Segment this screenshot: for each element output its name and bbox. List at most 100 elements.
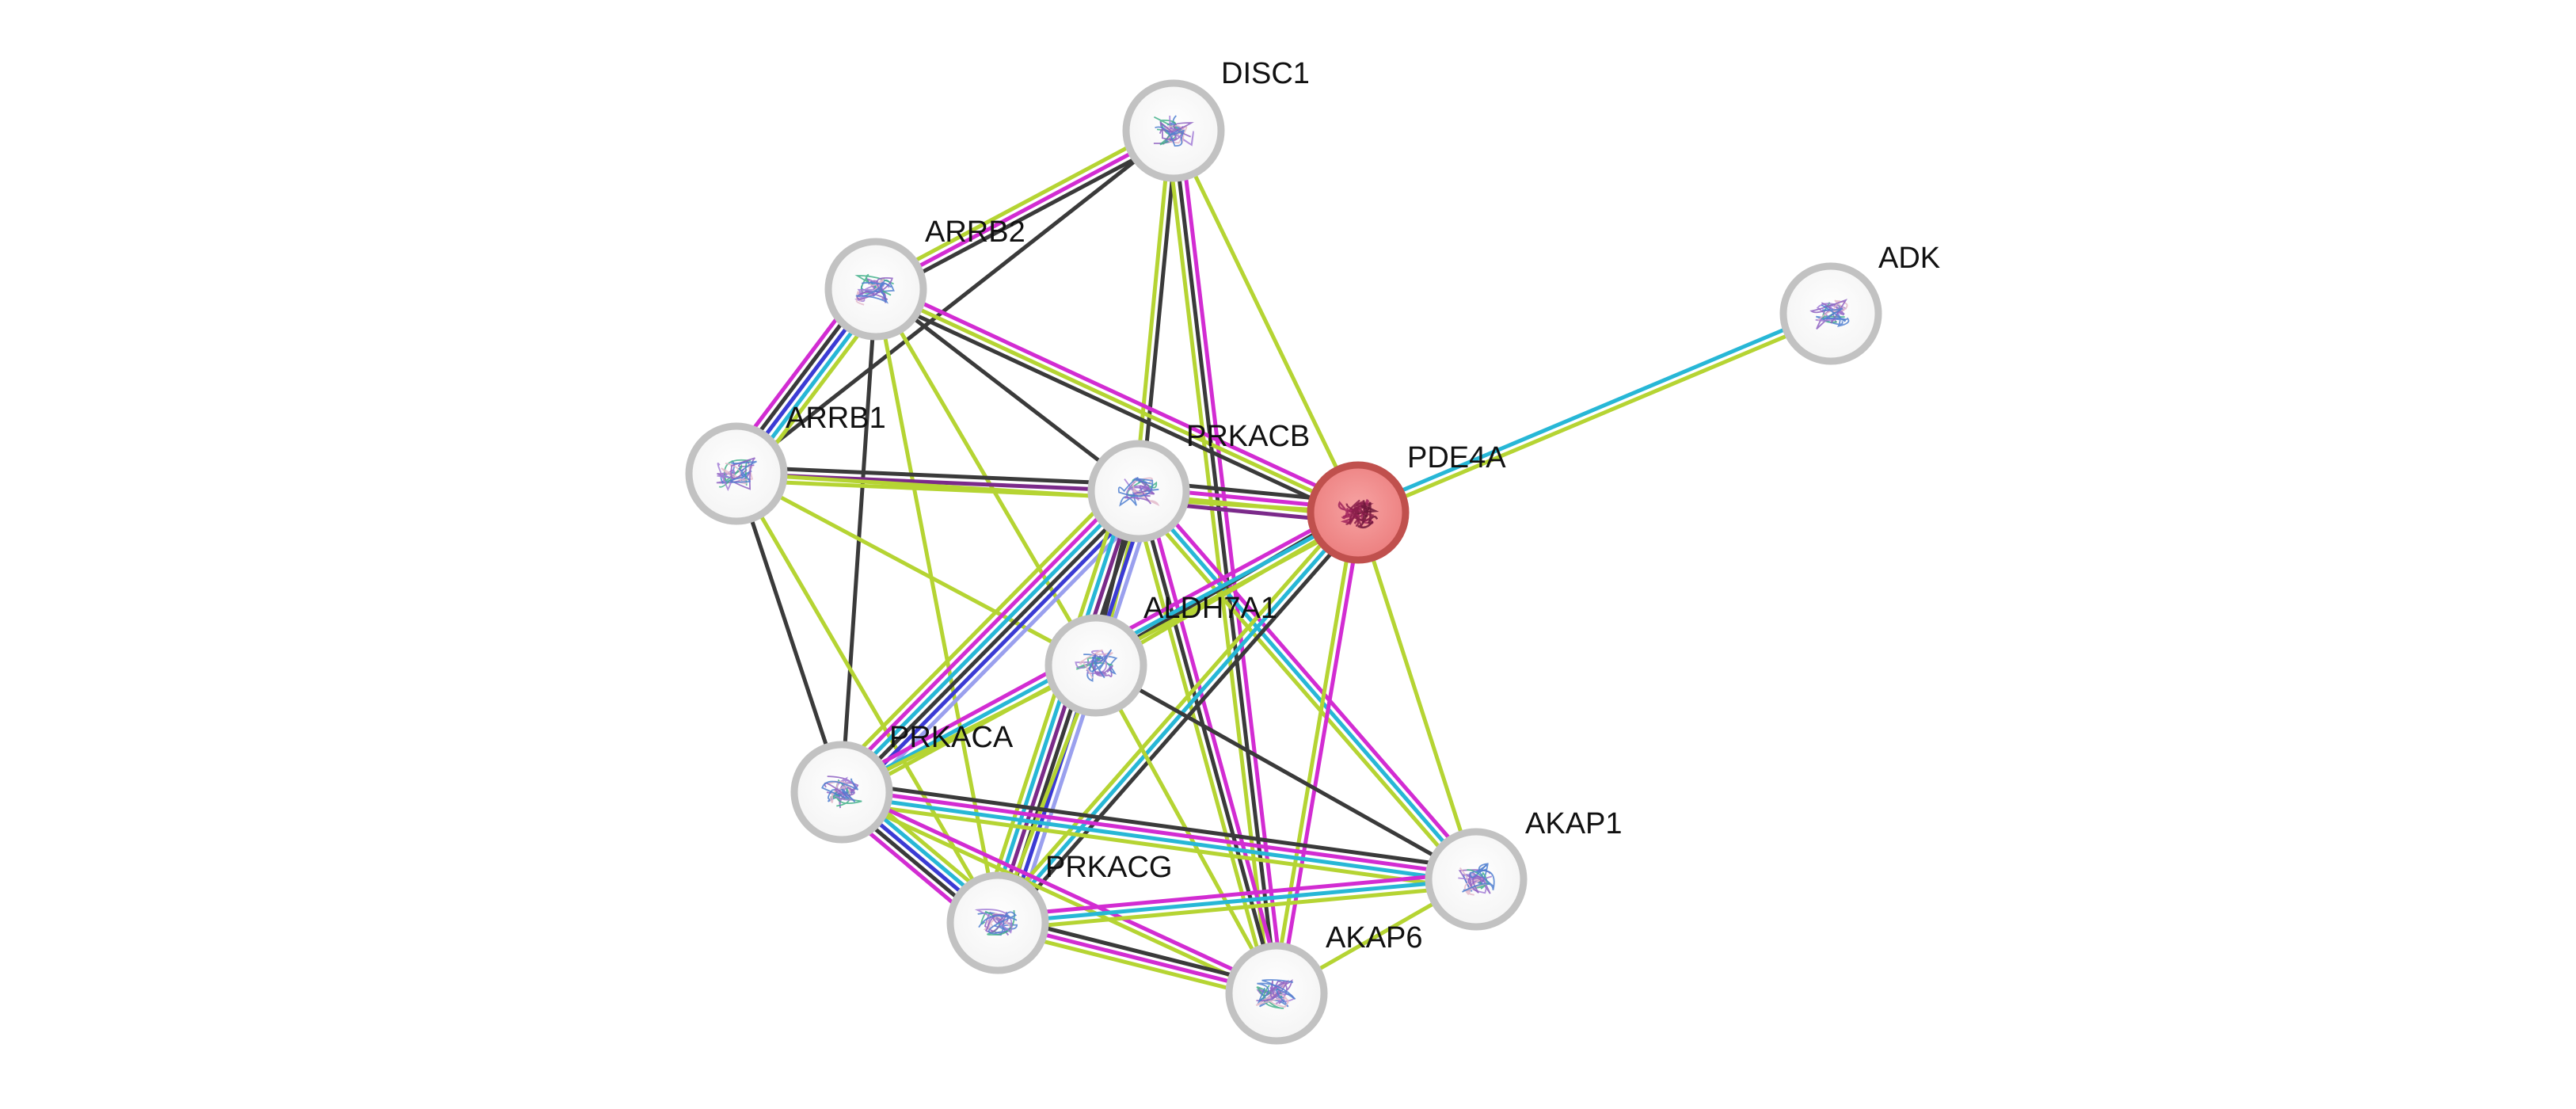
edge-arrb2-prkacg[interactable] [873, 287, 1000, 925]
edge-strand-cyan [986, 486, 1132, 922]
edge-pde4a-akap6[interactable] [1271, 509, 1364, 997]
edge-strand-dark [1000, 515, 1365, 930]
edge-strand-lime [980, 483, 1125, 920]
protein-structure-icon [1337, 498, 1379, 529]
edge-strand-lime [734, 471, 1098, 668]
edge-disc1-arrb2[interactable] [870, 122, 1179, 298]
edge-arrb2-prkacb[interactable] [873, 287, 1141, 494]
edge-pde4a-akap1[interactable] [1356, 510, 1478, 882]
edge-strand-cyan [1136, 489, 1478, 882]
edge-pde4a-prkacg[interactable] [991, 505, 1365, 930]
edge-strand-lime [873, 287, 1360, 515]
edge-strand-magenta [995, 871, 1478, 919]
protein-structure-icon [1117, 476, 1160, 507]
protein-structure-icon [716, 457, 757, 492]
protein-structure-icon [821, 776, 862, 809]
edge-pde4a-adk[interactable] [1354, 308, 1835, 518]
protein-structure-icon [1255, 979, 1296, 1009]
edge-strand-magenta [1277, 511, 1364, 997]
edge-strand-lime [1133, 128, 1173, 494]
node-prkacg[interactable]: PRKACG [946, 851, 1172, 974]
edge-prkacg-akap1[interactable] [995, 871, 1479, 932]
edge-strand-magenta [877, 280, 1364, 509]
edge-strand-dark [1094, 663, 1478, 882]
node-label-adk: ADK [1878, 242, 1940, 275]
edge-arrb2-pde4a[interactable] [870, 280, 1364, 521]
edge-strand-magenta [841, 787, 1280, 993]
node-arrb2[interactable]: ARRB2 [824, 215, 1025, 341]
protein-structure-icon [1809, 299, 1850, 330]
edge-strand-dark [841, 779, 1480, 871]
edge-strand-lime [1357, 314, 1835, 518]
edge-strand-dark [842, 491, 1143, 797]
node-label-disc1: DISC1 [1221, 57, 1310, 90]
edge-strand-cyan [995, 877, 1478, 925]
edge-strand-lime [991, 505, 1356, 920]
edge-disc1-arrb1[interactable] [734, 128, 1176, 476]
edge-strand-magenta [1143, 487, 1285, 994]
edge-strand-magenta [832, 482, 1134, 787]
edge-strand-blue [847, 496, 1148, 802]
node-label-akap6: AKAP6 [1326, 921, 1423, 955]
edge-strand-lime [870, 122, 1173, 285]
protein-structure-icon [974, 909, 1018, 936]
node-label-pde4a: PDE4A [1407, 441, 1506, 474]
edge-strand-dark [1171, 128, 1279, 996]
node-disc1[interactable]: DISC1 [1122, 57, 1310, 182]
node-aldh7a1[interactable]: ALDH7A1 [1044, 592, 1277, 717]
edge-strand-lime [838, 800, 1477, 892]
protein-structure-icon [1458, 863, 1495, 896]
node-akap6[interactable]: AKAP6 [1225, 921, 1423, 1045]
node-label-akap1: AKAP1 [1525, 807, 1623, 840]
protein-structure-icon [1075, 649, 1118, 682]
edge-arrb1-aldh7a1[interactable] [734, 471, 1098, 668]
edge-strand-dark [1136, 489, 1279, 996]
node-label-prkacg: PRKACG [1045, 851, 1172, 884]
edge-strand-magenta [1141, 484, 1483, 877]
edge-prkaca-akap6[interactable] [838, 787, 1280, 999]
edge-prkaca-akap1[interactable] [838, 779, 1480, 892]
node-label-prkaca: PRKACA [889, 721, 1014, 754]
edge-prkacb-prkaca[interactable] [828, 477, 1153, 806]
edge-prkacb-akap1[interactable] [1132, 484, 1483, 886]
edge-strand-magenta [840, 787, 1479, 878]
edge-strand-dark [734, 128, 1176, 476]
node-prkacb[interactable]: PRKACB [1087, 420, 1310, 543]
edge-aldh7a1-akap1[interactable] [1094, 663, 1478, 882]
edge-disc1-pde4a[interactable] [1171, 128, 1360, 515]
node-prkaca[interactable]: PRKACA [790, 721, 1014, 844]
node-akap1[interactable]: AKAP1 [1425, 807, 1623, 931]
edge-strand-lime [1171, 128, 1360, 515]
edge-prkacb-akap6[interactable] [1130, 487, 1285, 997]
edge-arrb1-prkaca[interactable] [734, 471, 844, 795]
protein-structure-icon [1153, 115, 1194, 147]
node-label-arrb2: ARRB2 [925, 215, 1025, 249]
edge-strand-lime [1356, 510, 1478, 882]
node-circle [1779, 262, 1882, 365]
edge-strand-dark [734, 465, 1141, 487]
node-label-arrb1: ARRB1 [786, 402, 886, 435]
edge-strand-lime [873, 287, 1000, 925]
edge-strand-dark [873, 287, 1141, 494]
edge-strand-dark [870, 293, 1357, 521]
edge-strand-lime [1271, 509, 1357, 995]
edge-strand-dark [877, 135, 1179, 298]
edge-strand-cyan [995, 510, 1360, 925]
edge-strand-cyan [1354, 308, 1832, 512]
edge-strand-magenta [873, 128, 1176, 292]
edge-strand-lime [838, 793, 1277, 999]
node-label-aldh7a1: ALDH7A1 [1143, 592, 1277, 625]
node-adk[interactable]: ADK [1779, 242, 1940, 365]
node-arrb1[interactable]: ARRB1 [685, 402, 886, 525]
edge-disc1-prkacb[interactable] [1133, 128, 1179, 494]
protein-structure-icon [854, 273, 895, 306]
node-label-prkacb: PRKACB [1186, 420, 1310, 453]
edge-strand-dark [1140, 128, 1179, 494]
edge-strand-dark [734, 471, 844, 795]
edge-strand-cyan [839, 793, 1478, 885]
node-pde4a[interactable]: PDE4A [1307, 441, 1506, 564]
edge-strand-lime [1130, 490, 1273, 997]
edge-strand-lime [828, 477, 1129, 783]
